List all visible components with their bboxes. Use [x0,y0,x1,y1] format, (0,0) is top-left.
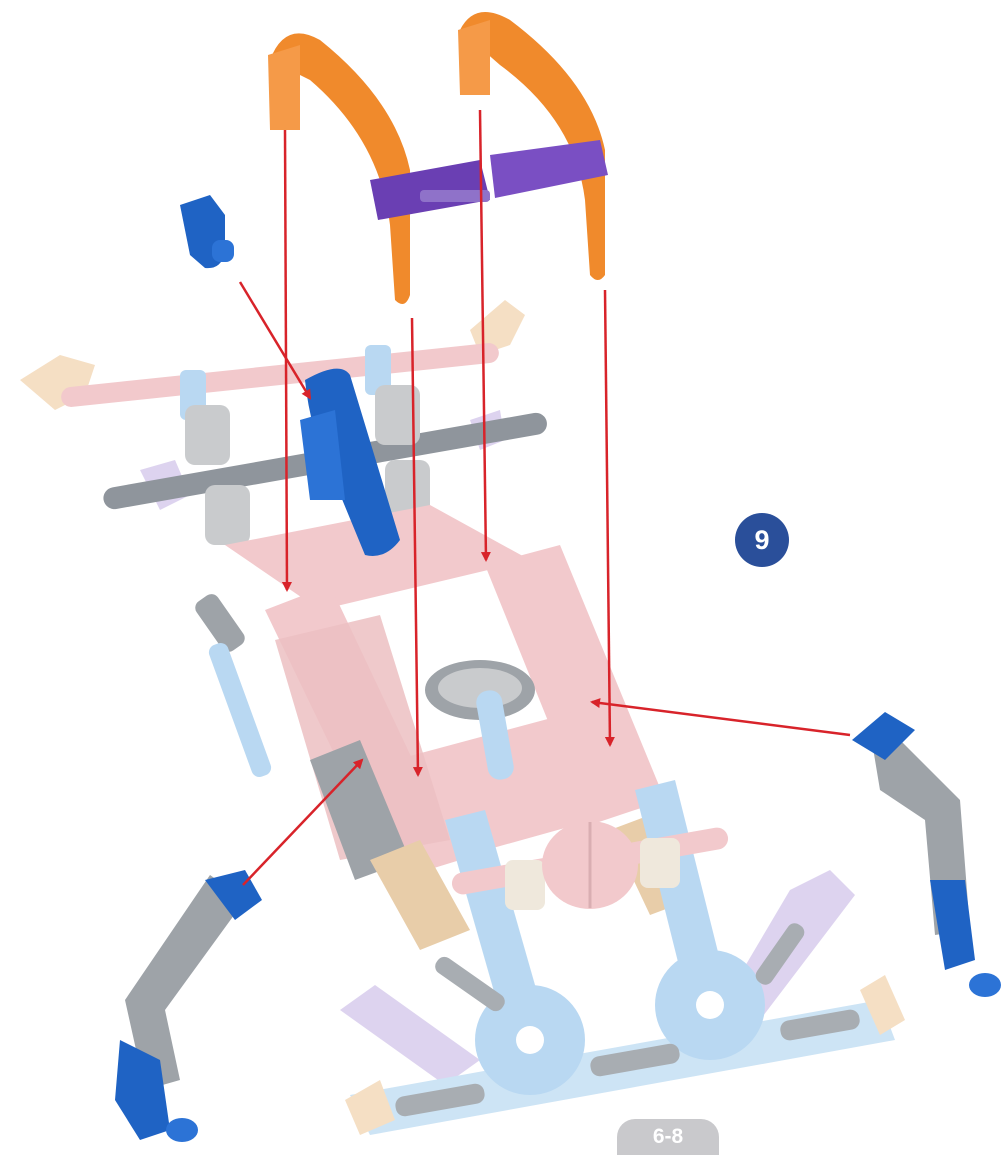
left-angled-wing [115,870,262,1142]
small-blue-clip [180,195,234,268]
purple-crossbar [370,140,608,220]
right-angled-wing [852,712,1001,997]
step-number-badge: 9 [735,513,789,567]
age-range-tag: 6-8 [617,1119,719,1155]
left-orange-hook [268,33,410,304]
top-pink-rod [20,300,525,420]
